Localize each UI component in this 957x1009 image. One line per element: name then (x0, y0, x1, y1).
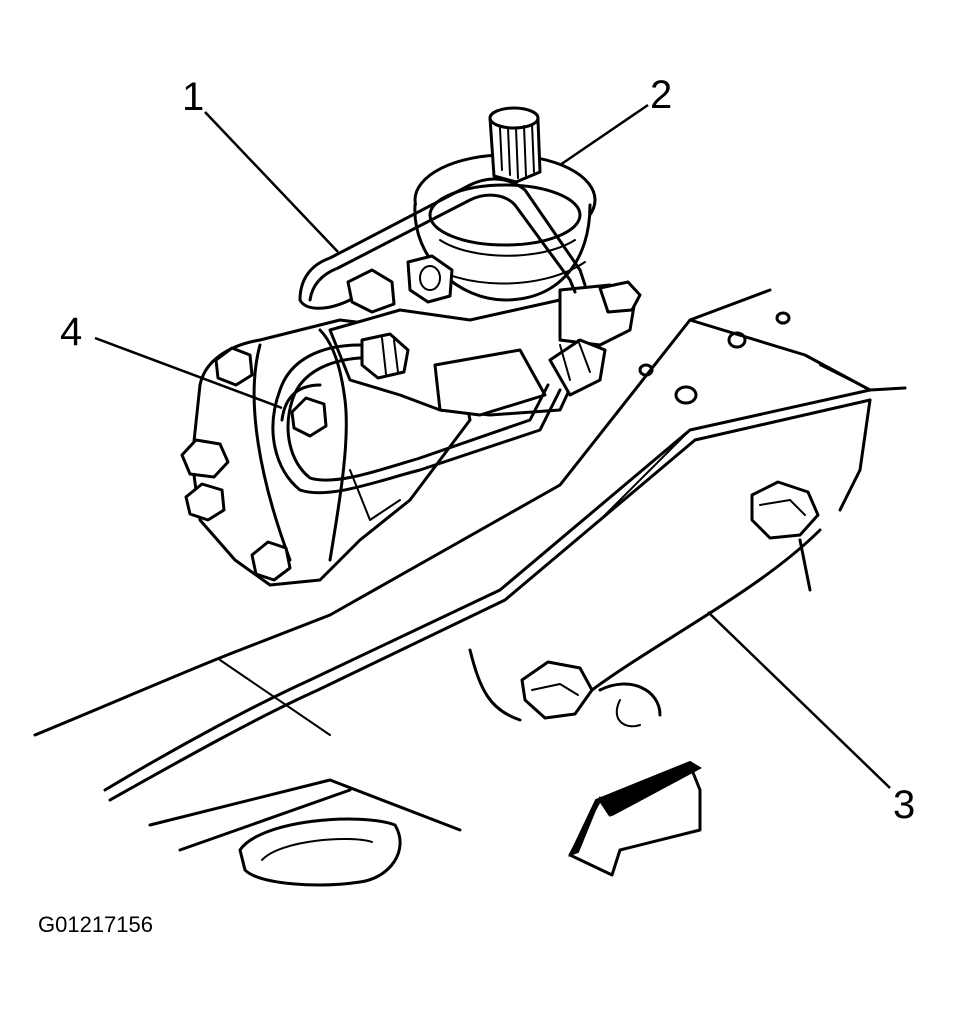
callout-leaders (94, 103, 891, 789)
callout-4: 4 (60, 310, 82, 354)
steering-gear-housing (190, 298, 592, 587)
mounting-bracket (468, 648, 662, 728)
frame-rail (33, 288, 907, 852)
leader-3 (707, 611, 891, 789)
figure-id: G01217156 (38, 912, 153, 937)
direction-arrow-icon (568, 760, 703, 877)
housing-bolts (180, 346, 292, 582)
pressure-line (271, 332, 562, 495)
leader-4 (94, 336, 283, 410)
callout-2: 2 (650, 73, 672, 117)
leader-2 (559, 103, 649, 167)
frame-bolt-lower (520, 528, 822, 720)
return-line (298, 177, 587, 314)
callout-1: 1 (182, 75, 204, 119)
frame-bolt-upper (750, 480, 820, 592)
leader-1 (204, 111, 339, 253)
rotary-valve-assembly (413, 106, 597, 302)
pressure-line-fitting (548, 280, 642, 397)
callout-3: 3 (893, 783, 915, 827)
frame-holes (238, 311, 791, 887)
